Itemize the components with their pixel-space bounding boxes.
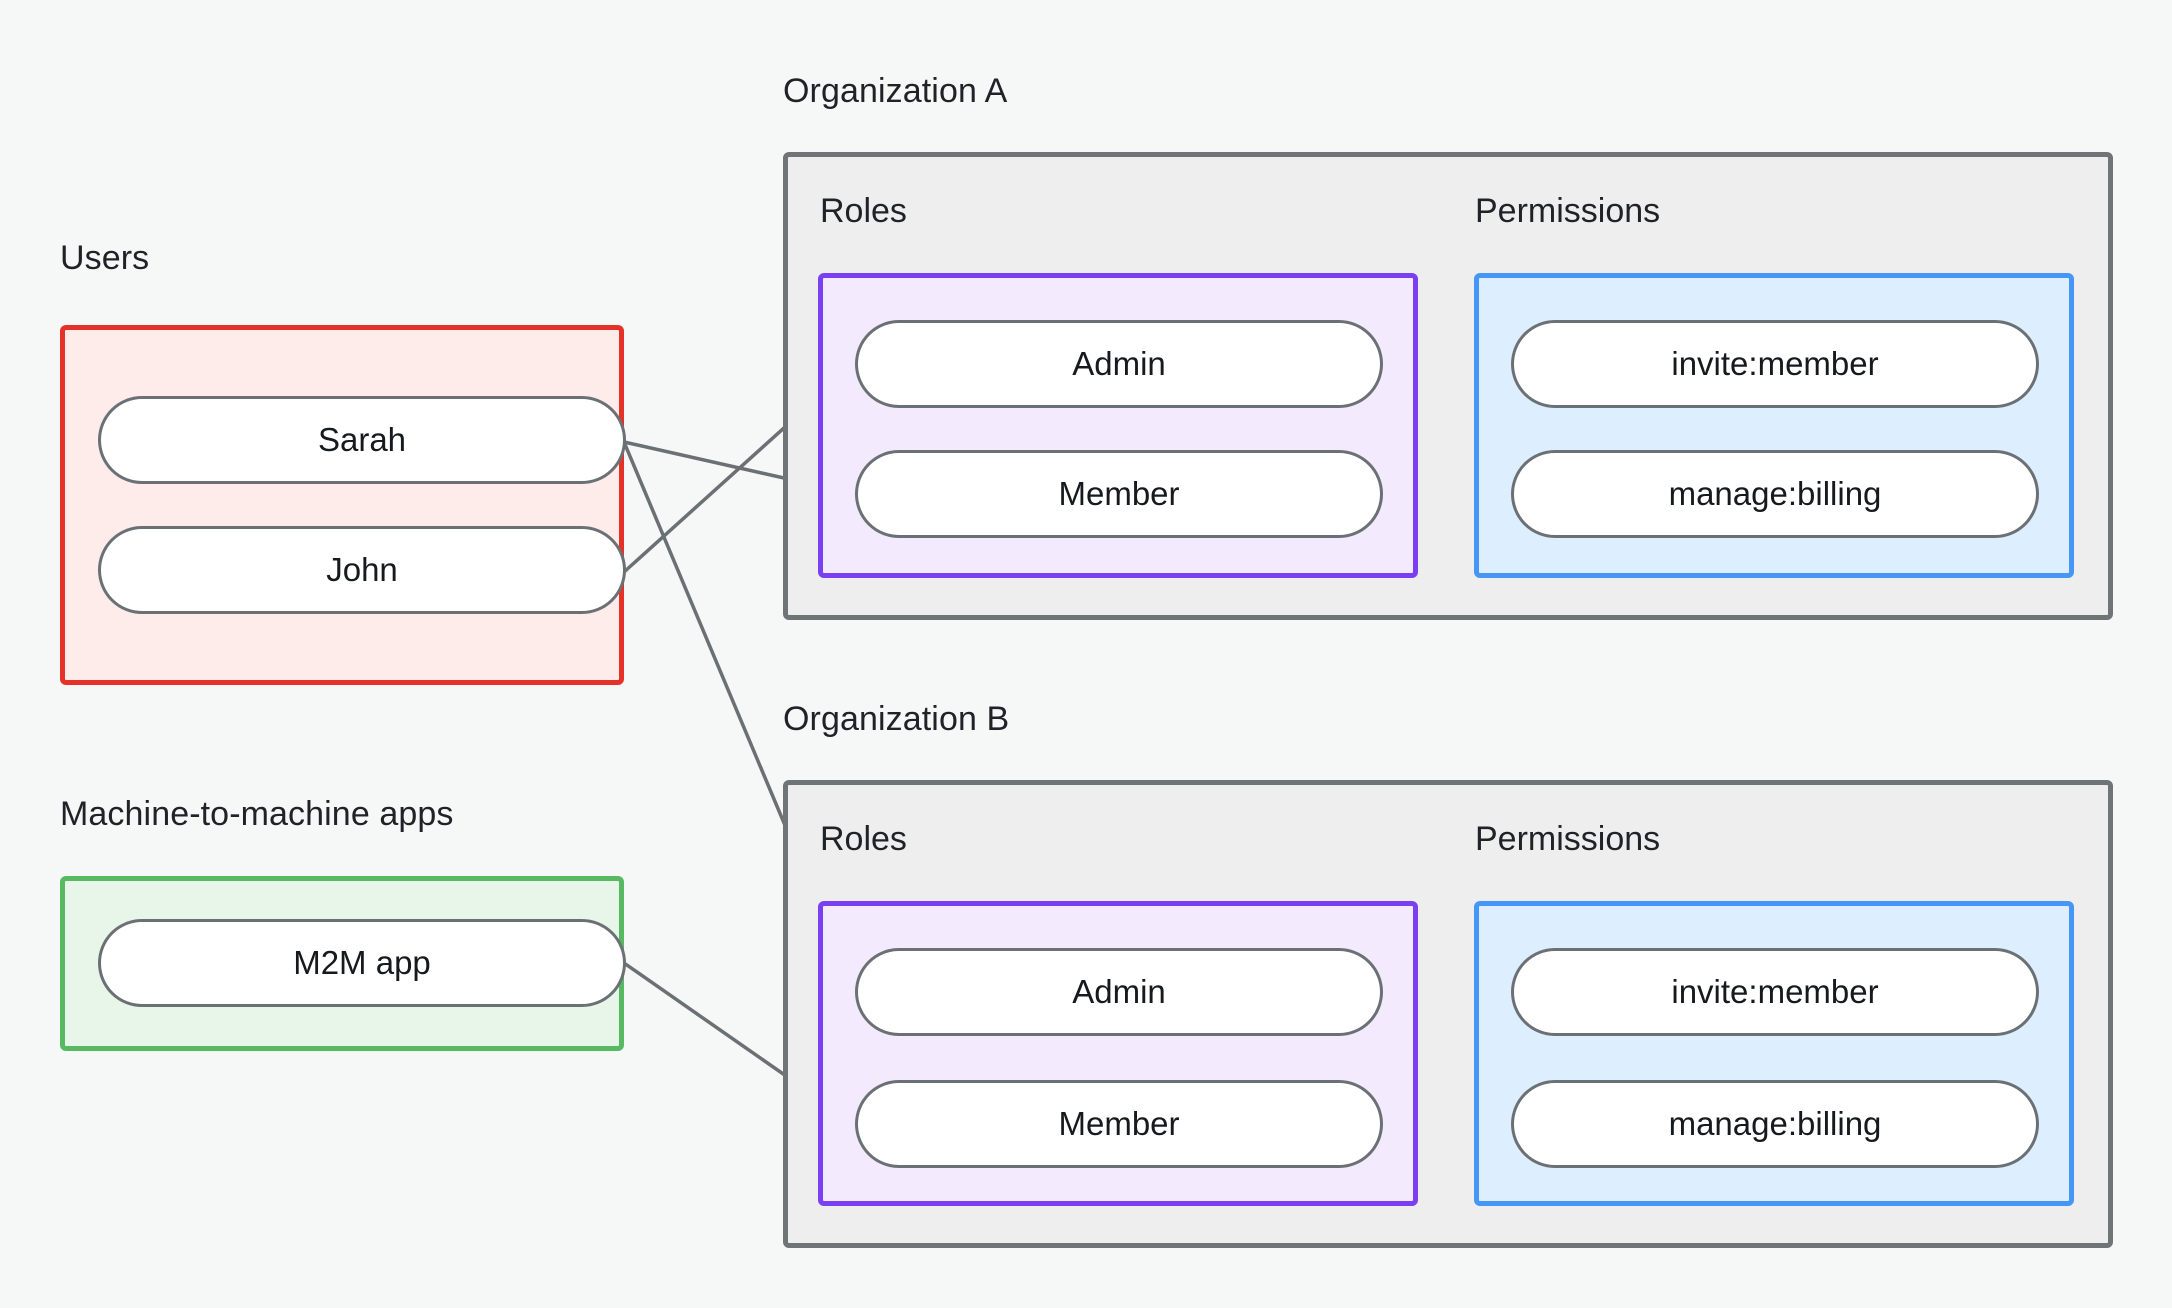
organization-a-caption: Organization A bbox=[783, 72, 1008, 110]
organization-b-roles-caption: Roles bbox=[820, 820, 907, 858]
organization-b-role-pill-admin[interactable]: Admin bbox=[855, 948, 1383, 1036]
organization-b-permissions-caption: Permissions bbox=[1475, 820, 1661, 858]
organization-b-permission-pill-manage-billing[interactable]: manage:billing bbox=[1511, 1080, 2039, 1168]
organization-a-role-pill-member[interactable]: Member bbox=[855, 450, 1383, 538]
m2m-caption: Machine-to-machine apps bbox=[60, 795, 454, 833]
organization-a-permission-pill-manage-billing[interactable]: manage:billing bbox=[1511, 450, 2039, 538]
m2m-pill-app[interactable]: M2M app bbox=[98, 919, 626, 1007]
users-caption: Users bbox=[60, 239, 150, 277]
organization-b-role-pill-member[interactable]: Member bbox=[855, 1080, 1383, 1168]
organization-b-caption: Organization B bbox=[783, 700, 1010, 738]
users-group-box bbox=[60, 325, 624, 685]
organization-b-permission-pill-invite-member[interactable]: invite:member bbox=[1511, 948, 2039, 1036]
organization-a-roles-caption: Roles bbox=[820, 192, 907, 230]
organization-a-permission-pill-invite-member[interactable]: invite:member bbox=[1511, 320, 2039, 408]
organization-a-permissions-caption: Permissions bbox=[1475, 192, 1661, 230]
user-pill-sarah[interactable]: Sarah bbox=[98, 396, 626, 484]
user-pill-john[interactable]: John bbox=[98, 526, 626, 614]
organization-a-role-pill-admin[interactable]: Admin bbox=[855, 320, 1383, 408]
